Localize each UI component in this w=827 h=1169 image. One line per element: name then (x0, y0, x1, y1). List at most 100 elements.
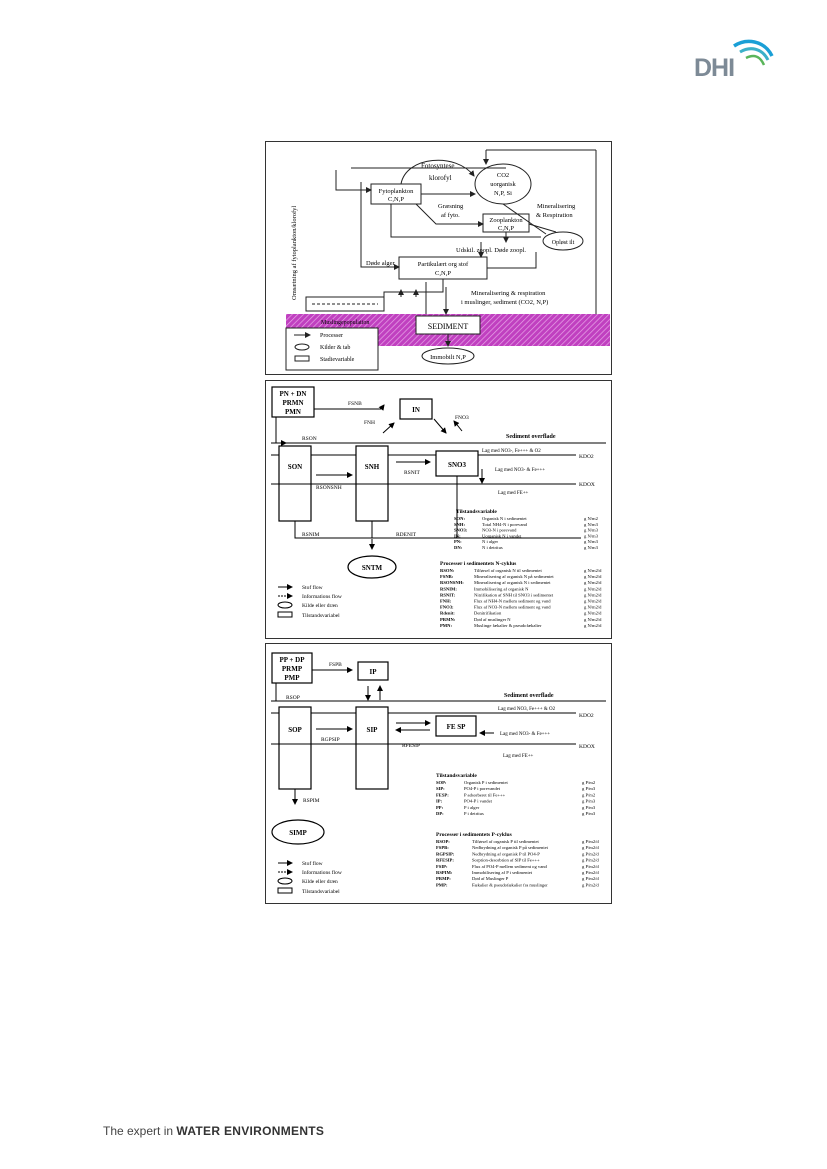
oploest-ilt-pool (542, 231, 584, 251)
p-proc-unit-5: g P/m2/d (582, 870, 599, 875)
n-proc-desc-3: Immobilisering af organisk N (474, 586, 529, 591)
klorofyl-label: klorofyl (429, 174, 452, 182)
n-tilstand-unit-1: g N/m3 (584, 522, 599, 527)
n-proc-desc-0: Tilførsel af organisk N til sedimentet (474, 568, 542, 573)
rsonsnh-label: RSONSNH (316, 485, 342, 491)
n-proc-desc-8: Død af muslinger N (474, 617, 511, 622)
respiration-label: & Respiration (536, 212, 573, 219)
n-proc-unit-3: g N/m2/d (584, 586, 602, 591)
fe-sp-label: FE SP (447, 723, 467, 731)
rgpsip-label: RGPSIP (321, 737, 340, 743)
co2-nutrients: N,P, Si (494, 190, 512, 197)
sediment-overflade-label: Sediment overflade (504, 693, 554, 699)
nitrogen-cycle-diagram: PN + DN PRMN PMN FSNB IN FNH FNO3 RSON S… (265, 380, 612, 639)
p-proc-unit-7: g P/m2/d (582, 882, 599, 887)
n-proc-code-1: FSNB: (440, 574, 454, 579)
n-proc-code-0: RSON: (440, 568, 455, 573)
legend-processer: Processer (320, 333, 343, 339)
n-proc-unit-1: g N/m2/d (584, 574, 602, 579)
p-tilstand-unit-4: g P/m3 (582, 805, 596, 810)
sop-label: SOP (288, 726, 302, 734)
fno3-label: FNO3 (455, 415, 469, 421)
lag-fe-label: Lag med FE++ (503, 754, 534, 759)
pmp-label: PMP (284, 674, 300, 682)
oploest-ilt-label: Opløst ilt (552, 240, 575, 246)
kdo2-label: KDO2 (579, 713, 594, 719)
pp-dp-box (271, 652, 313, 684)
n-proc-unit-7: g N/m2/d (584, 611, 602, 616)
sntm-label: SNTM (362, 564, 383, 572)
prmp-label: PRMP (282, 665, 303, 673)
fytoplankton-sub: C,N,P (388, 196, 404, 203)
sno3-label: SNO3 (448, 461, 466, 469)
p-tilstand-code-0: SOP: (436, 780, 447, 785)
graesning-label: Græsning (438, 203, 464, 210)
phosphorus-cycle-diagram: PP + DP PRMP PMP FSPB IP RSOP Sediment o… (265, 643, 612, 904)
legend-kilde: Kilde eller dræn (302, 603, 338, 609)
n-proc-code-7: Rdenit: (440, 611, 455, 616)
footer-tagline: The expert in WATER ENVIRONMENTS (103, 1124, 324, 1138)
p-tilstand-desc-1: PO4-P i porevandet (464, 786, 501, 791)
omsaetning-label: Omsætning af fytoplankton/klorofyl (291, 206, 298, 300)
n-tilstand-code-2: SNO3: (454, 528, 468, 533)
rsnit-label: RSNIT (404, 470, 421, 476)
n-proc-code-3: RSNIM: (440, 586, 457, 591)
p-tilstand-desc-3: PO4-P i vandet (464, 799, 493, 804)
rfesip-label: RFESIP (402, 743, 420, 749)
fotosyntese-label: Fotosyntese (421, 162, 454, 170)
n-tilstand-code-3: IN: (454, 533, 461, 538)
footer-emphasis: WATER ENVIRONMENTS (176, 1124, 325, 1138)
muslingepopulation-label: Muslingepopulation (321, 320, 369, 326)
sop-box (278, 706, 312, 790)
n-tilstand-code-1: SNH: (454, 522, 465, 527)
p-proc-desc-3: Sorption-desorbtion af SIP til Fe+++ (472, 858, 540, 863)
p-proc-desc-1: Nedbrydning af organisk P på sedimentet (472, 845, 549, 850)
wave-logo-icon (733, 39, 774, 66)
n-tilstand-unit-3: g N/m3 (584, 533, 599, 538)
n-proc-unit-8: g N/m2/d (584, 617, 602, 622)
pn-dn-box (271, 386, 315, 418)
simp-label: SIMP (289, 829, 307, 837)
immobilt-label: Immobilt N,P (430, 354, 466, 361)
legend-kilde: Kilde eller dræn (302, 879, 338, 885)
p-tilstand-unit-3: g P/m3 (582, 799, 596, 804)
n-proc-unit-2: g N/m2/d (584, 580, 602, 585)
n-tilstand-unit-4: g N/m3 (584, 539, 599, 544)
pmn-label: PMN (285, 408, 301, 416)
immobilt-pool (421, 347, 475, 365)
zooplankton-label: Zooplankton (489, 217, 523, 224)
ip-box (357, 661, 389, 681)
rdenit-label: RDENIT (396, 532, 417, 538)
p-tilstand-code-1: SIP: (436, 786, 445, 791)
p-tilstand-unit-2: g P/m2 (582, 792, 596, 797)
processer-table: RSOP:Tilførsel af organisk P til sedimen… (436, 839, 599, 887)
n-proc-code-5: FNH: (440, 599, 452, 604)
p-proc-unit-2: g P/m2/d (582, 851, 599, 856)
p-tilstand-desc-4: P i alger (464, 805, 480, 810)
p-proc-code-7: PMP: (436, 882, 448, 887)
n-proc-code-4: RSNIT: (440, 592, 456, 597)
co2-label: CO2 (497, 172, 509, 179)
p-proc-code-4: FSIP: (436, 864, 448, 869)
pp-dp-label: PP + DP (280, 656, 306, 664)
graesning-sub: af fyto. (441, 212, 460, 219)
rson-label: RSON (302, 436, 317, 442)
sediment-overflade-label: Sediment overflade (506, 434, 556, 440)
mineral-musl-label: Mineralisering & respiration (471, 290, 546, 297)
n-tilstand-desc-4: N i alger (482, 539, 499, 544)
n-tilstand-code-0: SON: (454, 516, 465, 521)
tilstand-title: Tilstandsvariable (456, 509, 497, 515)
n-proc-desc-6: Flux af NO3-N mellem sediment og vand (474, 605, 551, 610)
n-proc-code-2: RSONSNH: (440, 580, 464, 585)
processer-table: RSON: Tilførsel af organisk N til sedimen… (440, 568, 602, 628)
lag-no3-label: Lag med NO3, Fe+++ & O2 (498, 707, 556, 712)
p-proc-unit-0: g P/m2/d (582, 839, 599, 844)
p-proc-code-5: RSPIM: (436, 870, 453, 875)
p-proc-code-2: RGPSIP: (436, 851, 455, 856)
p-proc-unit-4: g P/m2/d (582, 864, 599, 869)
lag-no3b-label: Lag med NO3- & Fe+++ (495, 468, 545, 473)
fsnb-label: FSNB (348, 401, 362, 407)
p-tilstand-code-2: FESP: (436, 792, 449, 797)
p-tilstand-unit-1: g P/m3 (582, 786, 596, 791)
